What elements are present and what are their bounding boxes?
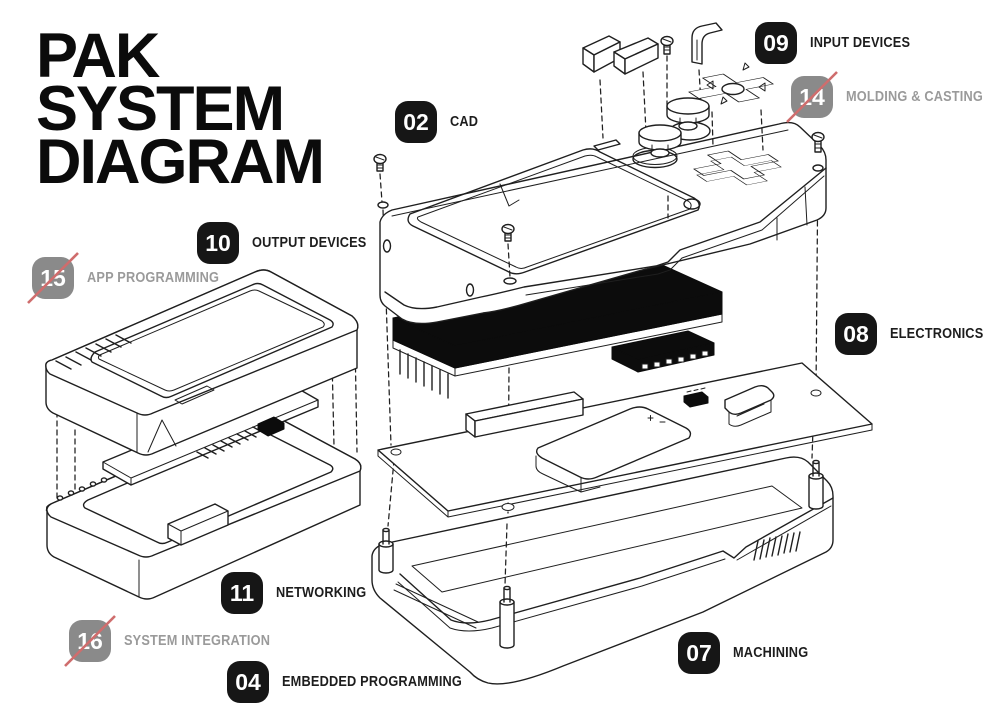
cartridge-exploded-assembly — [45, 269, 362, 600]
cartridge-pcb — [102, 383, 319, 486]
sot-chip — [683, 387, 709, 408]
chip-pins — [641, 350, 709, 370]
callout-number: 07 — [686, 639, 712, 666]
grip-ribs — [55, 334, 132, 370]
battery-polarity-marks — [647, 415, 666, 423]
callout-molding-casting-badge: 14 — [786, 71, 838, 123]
chip-module — [611, 330, 715, 373]
slash-icon — [64, 615, 116, 667]
callout-label: ELECTRONICS — [890, 326, 984, 342]
callout-output-devices: 10 OUTPUT DEVICES — [197, 222, 382, 264]
callout-machining-badge: 07 — [678, 632, 720, 674]
callout-number: 10 — [205, 229, 231, 256]
display-module — [392, 263, 723, 399]
callout-cad-badge: 02 — [395, 101, 437, 143]
callout-system-integration: 16 SYSTEM INTEGRATION — [64, 615, 290, 667]
front-port-slot — [465, 283, 475, 297]
dpad-cutout — [693, 150, 782, 186]
callout-output-devices-badge: 10 — [197, 222, 239, 264]
title-line-2: SYSTEM — [36, 74, 285, 144]
usb-connector — [724, 385, 775, 427]
callout-input-devices-badge: 09 — [755, 22, 797, 64]
speaker-vents — [753, 531, 801, 561]
screw-top-small — [660, 35, 674, 55]
callout-number: 04 — [235, 668, 261, 695]
shoulder-button-left — [582, 35, 659, 75]
callout-label: NETWORKING — [276, 585, 367, 601]
shoulder-button-right — [691, 22, 723, 65]
callout-networking: 11 NETWORKING — [221, 572, 379, 614]
title-line-1: PAK — [36, 21, 160, 91]
bottom-shell — [371, 456, 834, 685]
callout-label: SYSTEM INTEGRATION — [124, 633, 271, 649]
dpad — [688, 62, 774, 105]
screw-hole-left — [377, 201, 389, 209]
main-pcb — [377, 362, 873, 518]
cartridge-top-shell — [45, 269, 359, 456]
callout-label: CAD — [450, 114, 479, 130]
callout-input-devices: 09 INPUT DEVICES — [755, 22, 924, 64]
callout-number: 09 — [763, 29, 789, 56]
callout-networking-badge: 11 — [221, 572, 263, 614]
page-title: PAK SYSTEM DIAGRAM — [36, 21, 325, 197]
callout-cad: 02 CAD — [395, 101, 482, 143]
screw-hole-middle — [503, 277, 517, 285]
action-buttons — [638, 97, 710, 158]
rail-connector — [465, 391, 584, 438]
callout-label: OUTPUT DEVICES — [252, 235, 367, 251]
side-port-slot — [382, 239, 392, 253]
battery — [535, 406, 692, 493]
display-pins — [399, 349, 449, 399]
slash-icon — [786, 71, 838, 123]
callout-label: INPUT DEVICES — [810, 35, 911, 51]
cartridge-bottom-shell — [45, 412, 362, 600]
callout-embedded-programming: 04 EMBEDDED PROGRAMMING — [227, 661, 487, 703]
callout-label: MACHINING — [733, 645, 809, 661]
callout-machining: 07 MACHINING — [678, 632, 819, 674]
callout-electronics: 08 ELECTRONICS — [835, 313, 991, 355]
handheld-exploded-assembly — [371, 22, 873, 685]
callout-number: 11 — [229, 579, 255, 606]
screw-posts — [378, 459, 824, 649]
screw-hole-right — [812, 164, 824, 172]
title-line-3: DIAGRAM — [36, 127, 325, 197]
indicator-slot — [593, 139, 621, 151]
callout-embedded-programming-badge: 04 — [227, 661, 269, 703]
screw-middle — [501, 223, 515, 242]
callout-electronics-badge: 08 — [835, 313, 877, 355]
callout-label: EMBEDDED PROGRAMMING — [282, 674, 463, 690]
callout-app-programming-badge: 15 — [27, 252, 79, 304]
callout-molding-casting: 14 MOLDING & CASTING — [786, 71, 991, 123]
callout-number: 08 — [843, 320, 869, 347]
callout-number: 02 — [403, 108, 429, 135]
small-button-hole — [683, 198, 701, 210]
top-shell — [377, 121, 827, 325]
screw-top-right — [811, 131, 825, 153]
screw-top-left — [373, 153, 387, 172]
edge-connector — [196, 416, 285, 459]
callout-system-integration-badge: 16 — [64, 615, 116, 667]
callout-label: MOLDING & CASTING — [846, 89, 983, 105]
callout-app-programming: 15 APP PROGRAMMING — [27, 252, 237, 304]
slash-icon — [27, 252, 79, 304]
callout-label: APP PROGRAMMING — [87, 270, 220, 286]
